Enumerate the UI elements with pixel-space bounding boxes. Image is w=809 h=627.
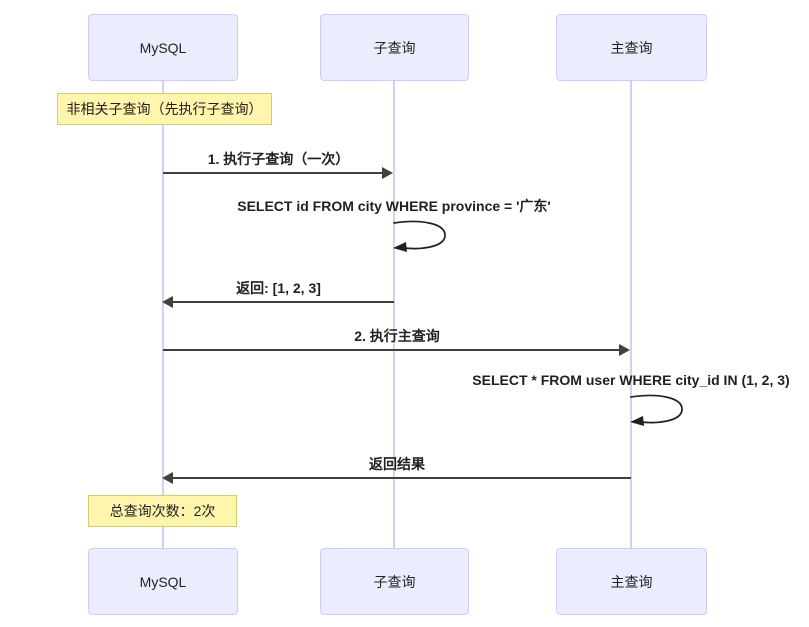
arrowhead-left-icon — [162, 296, 173, 308]
message-label-2: 返回: [1, 2, 3] — [236, 280, 321, 296]
self-loop-mainquery — [630, 394, 683, 426]
message-line-1 — [163, 172, 385, 174]
message-line-4 — [172, 477, 631, 479]
participant-label: 子查询 — [373, 573, 416, 590]
self-message-label-2: SELECT * FROM user WHERE city_id IN (1, … — [472, 372, 790, 388]
message-label-3: 2. 执行主查询 — [354, 328, 440, 344]
participant-label: 主查询 — [610, 39, 653, 56]
message-line-3 — [163, 349, 621, 351]
participant-label: 子查询 — [373, 39, 416, 56]
message-label-4: 返回结果 — [369, 456, 425, 472]
participant-mysql-top[interactable]: MySQL — [88, 14, 238, 81]
arrowhead-right-icon — [619, 344, 630, 356]
message-label-1: 1. 执行子查询（一次） — [207, 151, 350, 167]
lifeline-mysql — [162, 81, 164, 548]
participant-mainquery-top[interactable]: 主查询 — [556, 14, 707, 81]
self-message-label-1: SELECT id FROM city WHERE province = '广东… — [237, 198, 551, 214]
note-total-query-count: 总查询次数：2次 — [88, 495, 237, 527]
participant-mysql-bottom[interactable]: MySQL — [88, 548, 238, 615]
note-label: 总查询次数：2次 — [109, 503, 216, 519]
note-label: 非相关子查询（先执行子查询） — [66, 101, 263, 117]
arrowhead-left-icon — [162, 472, 173, 484]
message-line-2 — [172, 301, 394, 303]
arrowhead-right-icon — [382, 167, 393, 179]
participant-mainquery-bottom[interactable]: 主查询 — [556, 548, 707, 615]
participant-label: MySQL — [139, 39, 187, 56]
participant-label: 主查询 — [610, 573, 653, 590]
note-non-correlated-subquery: 非相关子查询（先执行子查询） — [57, 93, 272, 125]
lifeline-mainquery — [630, 81, 632, 548]
participant-subquery-top[interactable]: 子查询 — [320, 14, 469, 81]
lifeline-subquery — [393, 81, 395, 548]
self-loop-subquery — [393, 220, 446, 252]
participant-label: MySQL — [139, 573, 187, 590]
participant-subquery-bottom[interactable]: 子查询 — [320, 548, 469, 615]
